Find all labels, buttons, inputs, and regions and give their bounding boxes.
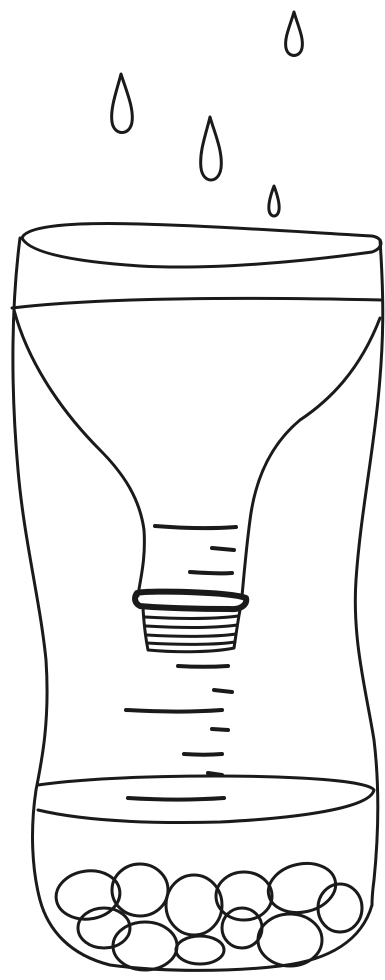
scale-mark-long: [155, 526, 236, 528]
pebble: [166, 875, 222, 935]
pebble: [113, 922, 177, 970]
pebble: [222, 908, 262, 948]
cap-thread: [147, 642, 235, 644]
pebble: [216, 872, 272, 920]
scale-mark-medium: [184, 754, 222, 755]
raindrop-icon: [112, 74, 133, 133]
raindrop-icon: [286, 12, 303, 56]
scale-mark-long: [126, 710, 222, 712]
funnel: [14, 310, 380, 596]
scale-mark-short: [214, 690, 232, 692]
cap-thread: [147, 634, 236, 636]
scale-mark-short: [212, 548, 234, 550]
bottle-cap: [135, 592, 246, 652]
cap-ring: [135, 592, 246, 610]
raindrop-icon: [201, 117, 222, 180]
bottle-rim: [22, 224, 381, 268]
raindrops: [112, 12, 303, 216]
cap-thread: [146, 625, 237, 627]
funnel-left-side: [14, 310, 144, 596]
scale-mark-short: [212, 729, 228, 730]
raindrop-icon: [269, 186, 279, 216]
scale-mark-long: [128, 798, 224, 800]
bottle-cut-line: [12, 298, 382, 308]
scale-mark-medium: [178, 666, 228, 667]
pebbles: [53, 857, 362, 970]
cap-thread: [145, 616, 238, 618]
pebble: [258, 914, 322, 966]
pebble: [318, 884, 362, 932]
pebble: [176, 936, 224, 964]
bottle-left-wall: [13, 238, 372, 970]
scale-mark-medium: [190, 572, 232, 573]
bottle-body: [12, 224, 383, 971]
